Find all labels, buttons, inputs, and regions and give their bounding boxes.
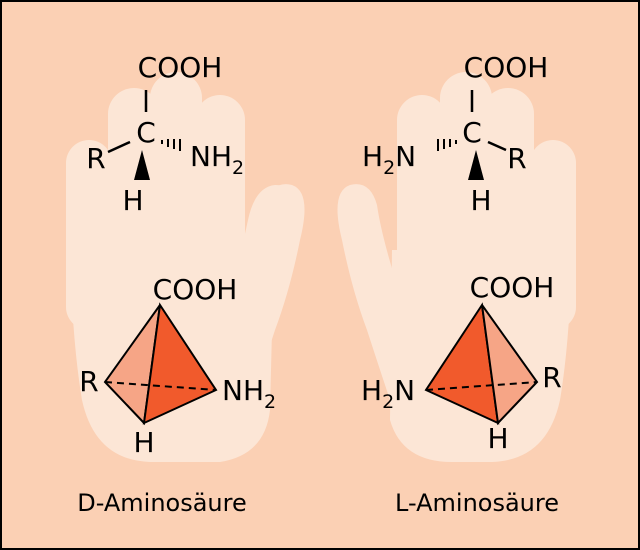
- left-caption: D-Aminosäure: [77, 489, 247, 517]
- left-fischer-center-label: C: [136, 116, 156, 149]
- left-fischer-left-bond: [107, 140, 131, 154]
- right-wedge-structure: COOH C H2N R H: [362, 51, 548, 217]
- left-tetra-right-label: NH2: [222, 374, 276, 413]
- right-caption: L-Aminosäure: [395, 489, 559, 517]
- right-fischer-bottom-label: H: [470, 184, 491, 217]
- left-hand-thumb: [240, 184, 305, 400]
- left-tetra-left-label: R: [79, 365, 98, 398]
- right-tetrahedron: COOH H2N R H: [361, 271, 562, 455]
- left-tetrahedron: COOH R NH2 H: [79, 273, 276, 459]
- right-hand-thumb: [337, 184, 402, 400]
- right-fischer-right-label: R: [507, 142, 526, 175]
- left-fischer-top-label: COOH: [138, 51, 223, 84]
- left-wedge-structure: COOH C R NH2 H: [86, 51, 244, 217]
- right-fischer-hashed-bond: [437, 139, 457, 151]
- left-fischer-wedge-bond: [134, 150, 150, 180]
- right-tetra-left-label: H2N: [361, 374, 415, 413]
- right-fischer-wedge-bond: [468, 150, 484, 180]
- right-tetra-top-label: COOH: [470, 271, 555, 304]
- right-fischer-left-label: H2N: [362, 140, 416, 179]
- left-fischer-right-label: NH2: [190, 140, 244, 179]
- right-tetra-face-light: [481, 304, 539, 426]
- right-tetra-right-label: R: [542, 361, 561, 394]
- left-tetra-back-edge: [104, 381, 217, 391]
- left-tetra-face-dark: [142, 302, 218, 425]
- right-tetra-back-edge: [425, 381, 538, 391]
- right-fischer-right-bond: [487, 140, 507, 152]
- right-fischer-center-label: C: [462, 116, 482, 149]
- right-tetra-bottom-label: H: [487, 422, 508, 455]
- left-tetra-top-label: COOH: [153, 273, 238, 306]
- left-fischer-left-label: R: [86, 142, 105, 175]
- left-fischer-bottom-label: H: [122, 184, 143, 217]
- left-tetra-bottom-label: H: [133, 426, 154, 459]
- left-fischer-hashed-bond: [161, 139, 181, 151]
- right-fischer-top-label: COOH: [464, 51, 549, 84]
